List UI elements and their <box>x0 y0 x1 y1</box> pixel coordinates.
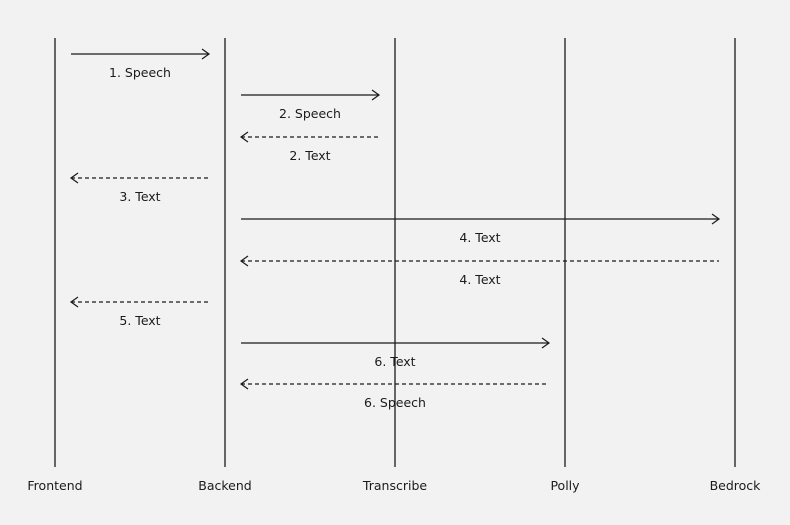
message-9: 6. Speech <box>239 378 549 410</box>
message-1: 1. Speech <box>71 48 211 80</box>
message-label: 3. Text <box>119 189 160 204</box>
arrowhead-icon <box>201 48 211 60</box>
message-4: 3. Text <box>69 172 209 204</box>
arrowhead-icon <box>371 89 381 101</box>
participant-labels: Frontend Backend Transcribe Polly Bedrock <box>27 478 761 493</box>
message-label: 2. Text <box>289 148 330 163</box>
message-5: 4. Text <box>241 213 721 245</box>
arrowhead-icon <box>711 213 721 225</box>
arrowhead-icon <box>239 255 249 267</box>
message-label: 6. Speech <box>364 395 426 410</box>
message-label: 6. Text <box>374 354 415 369</box>
message-3: 2. Text <box>239 131 379 163</box>
message-label: 2. Speech <box>279 106 341 121</box>
messages: 1. Speech 2. Speech 2. Text 3. Text 4. Text 4… <box>69 48 721 410</box>
message-label: 1. Speech <box>109 65 171 80</box>
message-label: 5. Text <box>119 313 160 328</box>
participant-label-bedrock: Bedrock <box>710 478 762 493</box>
message-6: 4. Text <box>239 255 719 287</box>
participant-label-transcribe: Transcribe <box>362 478 427 493</box>
message-7: 5. Text <box>69 296 209 328</box>
message-8: 6. Text <box>241 337 551 369</box>
message-label: 4. Text <box>459 272 500 287</box>
message-2: 2. Speech <box>241 89 381 121</box>
participant-label-backend: Backend <box>198 478 251 493</box>
arrowhead-icon <box>541 337 551 349</box>
message-label: 4. Text <box>459 230 500 245</box>
participant-label-polly: Polly <box>550 478 580 493</box>
participant-label-frontend: Frontend <box>27 478 82 493</box>
lifelines <box>54 38 736 467</box>
arrowhead-icon <box>239 131 249 143</box>
arrowhead-icon <box>239 378 249 390</box>
arrowhead-icon <box>69 172 79 184</box>
arrowhead-icon <box>69 296 79 308</box>
